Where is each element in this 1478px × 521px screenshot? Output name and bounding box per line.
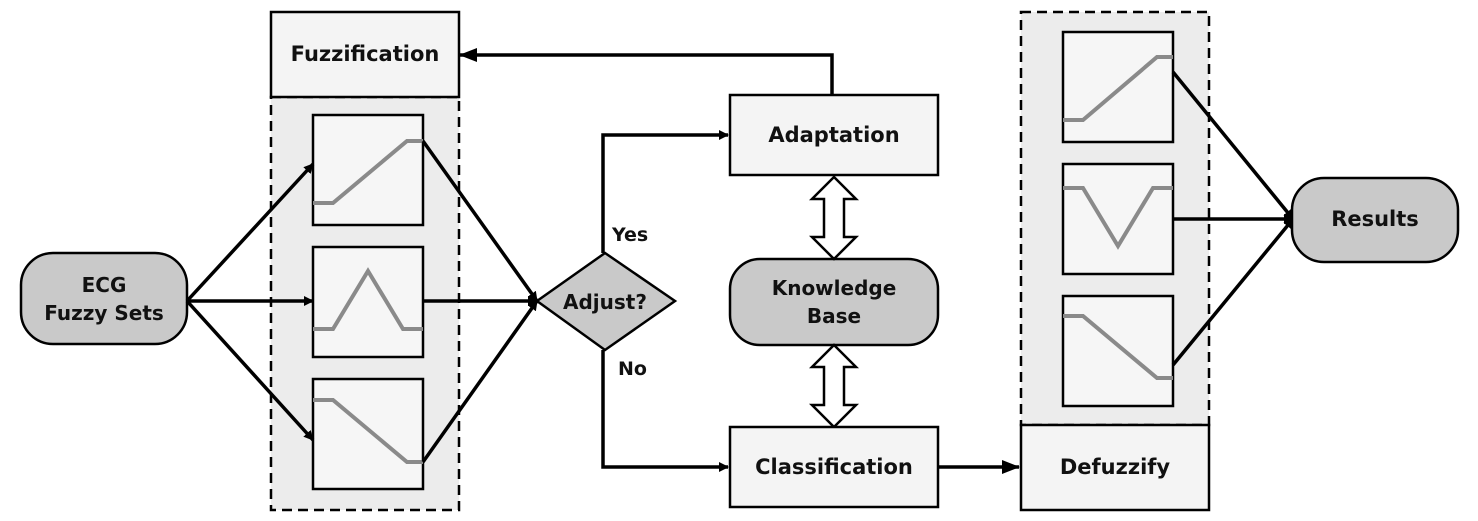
classification-label: Classification	[755, 455, 913, 479]
arrow-mf3-to-adjust	[421, 299, 539, 464]
ecg-label: ECG	[82, 273, 127, 297]
results-label: Results	[1331, 207, 1419, 231]
arrow-ecg-to-mf1	[185, 162, 315, 303]
results-node	[1290, 176, 1460, 264]
fuzzification-box	[269, 10, 461, 99]
ramp-up-icon	[1061, 30, 1175, 144]
adjust-label: Adjust?	[563, 290, 647, 314]
yes-label: Yes	[611, 224, 648, 246]
arrow-dmf1-to-results	[1171, 70, 1295, 221]
adjust-decision	[534, 251, 678, 352]
inverted-triangle-icon	[1061, 162, 1175, 276]
double-arrow-adaptation-knowledge	[808, 175, 860, 261]
fuzzification-label: Fuzzification	[291, 42, 440, 66]
base-label: Base	[807, 304, 861, 328]
double-arrow-knowledge-classification	[808, 343, 860, 429]
fuzzy-sets-label: Fuzzy Sets	[44, 301, 164, 325]
ramp-down-icon	[311, 377, 425, 491]
arrow-ecg-to-mf3	[185, 299, 315, 442]
ecg-fuzzy-sets-node	[19, 251, 189, 346]
adaptation-box	[728, 93, 940, 177]
arrow-yes-to-adaptation	[601, 130, 729, 253]
knowledge-base-node	[728, 257, 940, 347]
knowledge-label: Knowledge	[772, 276, 897, 300]
ramp-down-icon	[1061, 294, 1175, 408]
no-label: No	[618, 358, 647, 380]
defuzzify-box	[1019, 423, 1211, 512]
defuzzify-label: Defuzzify	[1060, 455, 1171, 479]
arrow-dmf3-to-results	[1171, 217, 1295, 367]
arrow-adaptation-to-fuzzification	[459, 48, 834, 95]
classification-box	[728, 425, 940, 509]
arrow-no-to-classification	[601, 350, 729, 472]
triangle-icon	[311, 245, 425, 359]
ramp-up-icon	[311, 113, 425, 227]
arrow-mf1-to-adjust	[421, 139, 539, 303]
adaptation-label: Adaptation	[768, 123, 899, 147]
